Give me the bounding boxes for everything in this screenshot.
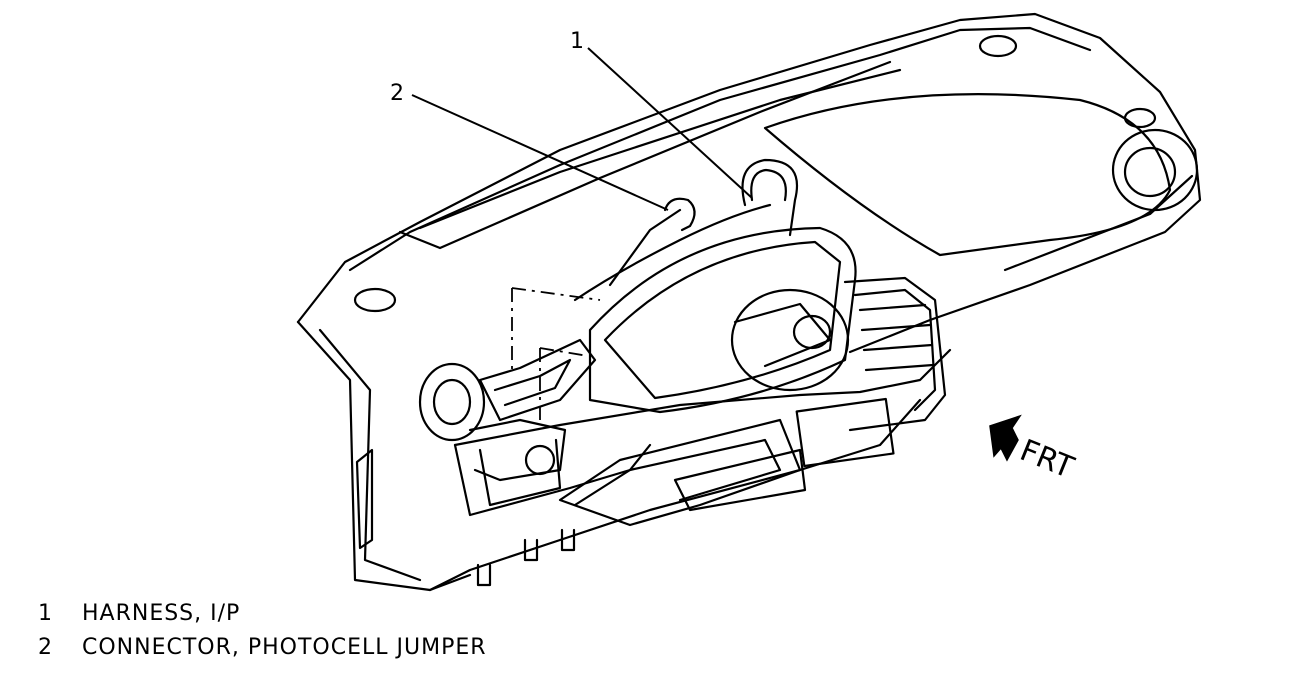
right-duct <box>843 276 947 432</box>
right-end-oval <box>1123 107 1157 129</box>
leader-line-2 <box>411 94 669 211</box>
callout-1-label: 1 <box>570 29 584 54</box>
harness-trunk <box>573 203 772 302</box>
leader-line-1 <box>587 47 753 199</box>
left-end-slot <box>355 448 374 550</box>
legend-item-2: 2 CONNECTOR, PHOTOCELL JUMPER <box>6 610 487 685</box>
front-arrow-icon <box>989 414 1022 462</box>
bottom-bolts <box>476 528 576 587</box>
left-bracket-inner <box>493 358 572 407</box>
knee-bolster <box>453 443 652 517</box>
photocell-connector <box>663 197 696 232</box>
lower-center-console <box>558 418 802 527</box>
steering-column-base <box>730 288 850 392</box>
bottom-edge <box>428 398 922 592</box>
cluster-hood <box>588 226 857 414</box>
left-round-vent <box>418 362 486 442</box>
legend-text-1: HARNESS, I/P <box>81 601 241 626</box>
harness-loop <box>741 158 799 237</box>
right-round-vent-inner <box>1123 146 1177 198</box>
right-round-vent <box>1111 128 1199 212</box>
lower-panel-edge <box>453 348 952 447</box>
glovebox-recess <box>763 93 1172 257</box>
dash-top-edge <box>348 26 1092 272</box>
explode-line-4 <box>539 347 589 357</box>
lower-center-inner <box>573 438 782 507</box>
left-round-vent-inner <box>432 378 472 426</box>
harness-branch <box>608 208 682 287</box>
front-label: FRT <box>1015 433 1079 486</box>
lower-knob <box>524 444 556 476</box>
left-bracket <box>478 338 597 422</box>
legend-number-2: 2 <box>37 635 53 660</box>
legend-number-1: 1 <box>37 601 53 626</box>
left-bracket-lower <box>468 418 567 482</box>
front-direction-indicator: FRT <box>989 414 1079 486</box>
steering-column-body <box>733 302 832 368</box>
right-duct-inner <box>853 288 937 412</box>
dash-defrost-channel <box>398 60 892 250</box>
callout-2-label: 2 <box>390 81 404 106</box>
legend-item-1: 1 HARNESS, I/P <box>6 576 240 651</box>
hvac-module <box>795 397 895 468</box>
lower-right-bracket <box>673 448 807 512</box>
top-right-oval <box>978 34 1018 58</box>
cluster-hood-inner <box>603 240 842 400</box>
left-speaker-oval <box>353 287 397 313</box>
explode-line-2 <box>511 287 601 301</box>
legend-text-2: CONNECTOR, PHOTOCELL JUMPER <box>81 635 487 660</box>
right-side-curve <box>1003 174 1194 272</box>
right-duct-slats <box>858 303 935 372</box>
dash-outer-outline <box>296 12 1202 354</box>
dash-inner-ridge <box>418 68 902 230</box>
lower-left-opening <box>478 438 562 507</box>
left-end-cap <box>296 320 472 592</box>
harness-loop-inner <box>750 168 787 202</box>
left-end-inner <box>318 328 422 582</box>
